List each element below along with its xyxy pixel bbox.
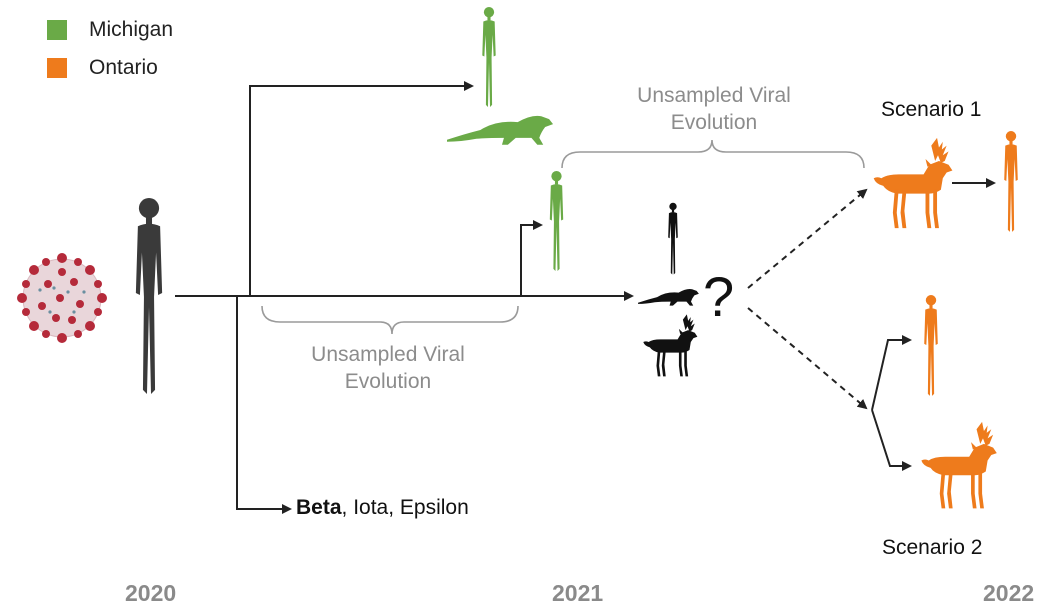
label-unsampled-bottom: Unsampled Viral Evolution [288,341,488,395]
branch-arrow-michigan [249,81,474,296]
legend-label-michigan: Michigan [89,18,174,41]
deer-icon-unknown [643,314,698,377]
mink-icon-unknown [638,289,699,306]
year-2021: 2021 [552,580,604,606]
variant-beta: Beta [296,496,342,519]
scenario1-label: Scenario 1 [881,98,982,121]
human-icon-origin [135,198,163,394]
arrow-scenario2-deer [871,409,912,471]
label-unsampled-bottom-line2: Evolution [344,370,432,393]
legend-swatch-ontario [47,58,67,78]
branch-arrow-variants [236,296,292,514]
legend-label-ontario: Ontario [89,56,158,79]
deer-icon-ontario-scenario2 [921,421,997,509]
year-2022: 2022 [983,580,1035,606]
label-unsampled-top-line2: Evolution [670,111,758,134]
variant-others: , Iota, Epsilon [341,496,469,519]
human-icon-ontario-scenario1 [1004,131,1018,232]
human-icon-michigan-2021 [549,171,564,271]
question-mark: ? [703,265,735,328]
dashed-arrow-scenario1 [747,188,868,289]
branch-arrow-michigan-2021 [520,220,543,296]
scenario2-label: Scenario 2 [882,536,983,559]
human-icon-unknown [668,202,678,275]
bracket-unsampled-top [561,139,865,169]
label-unsampled-top-line1: Unsampled Viral [637,84,791,107]
deer-icon-ontario-scenario1 [873,137,953,229]
mink-icon-michigan [447,115,554,145]
label-unsampled-bottom-line1: Unsampled Viral [311,343,465,366]
label-unsampled-top: Unsampled Viral Evolution [614,82,814,136]
arrow-scenario2-human [871,335,912,411]
virus-icon [17,253,107,343]
variants-label: Beta, Iota, Epsilon [296,496,469,520]
year-2020: 2020 [125,580,177,606]
human-icon-michigan-top [482,7,496,107]
bracket-unsampled-bottom [261,305,519,335]
legend-swatch-michigan [47,20,67,40]
human-icon-ontario-scenario2 [924,295,938,396]
dashed-arrow-scenario2 [747,307,868,410]
